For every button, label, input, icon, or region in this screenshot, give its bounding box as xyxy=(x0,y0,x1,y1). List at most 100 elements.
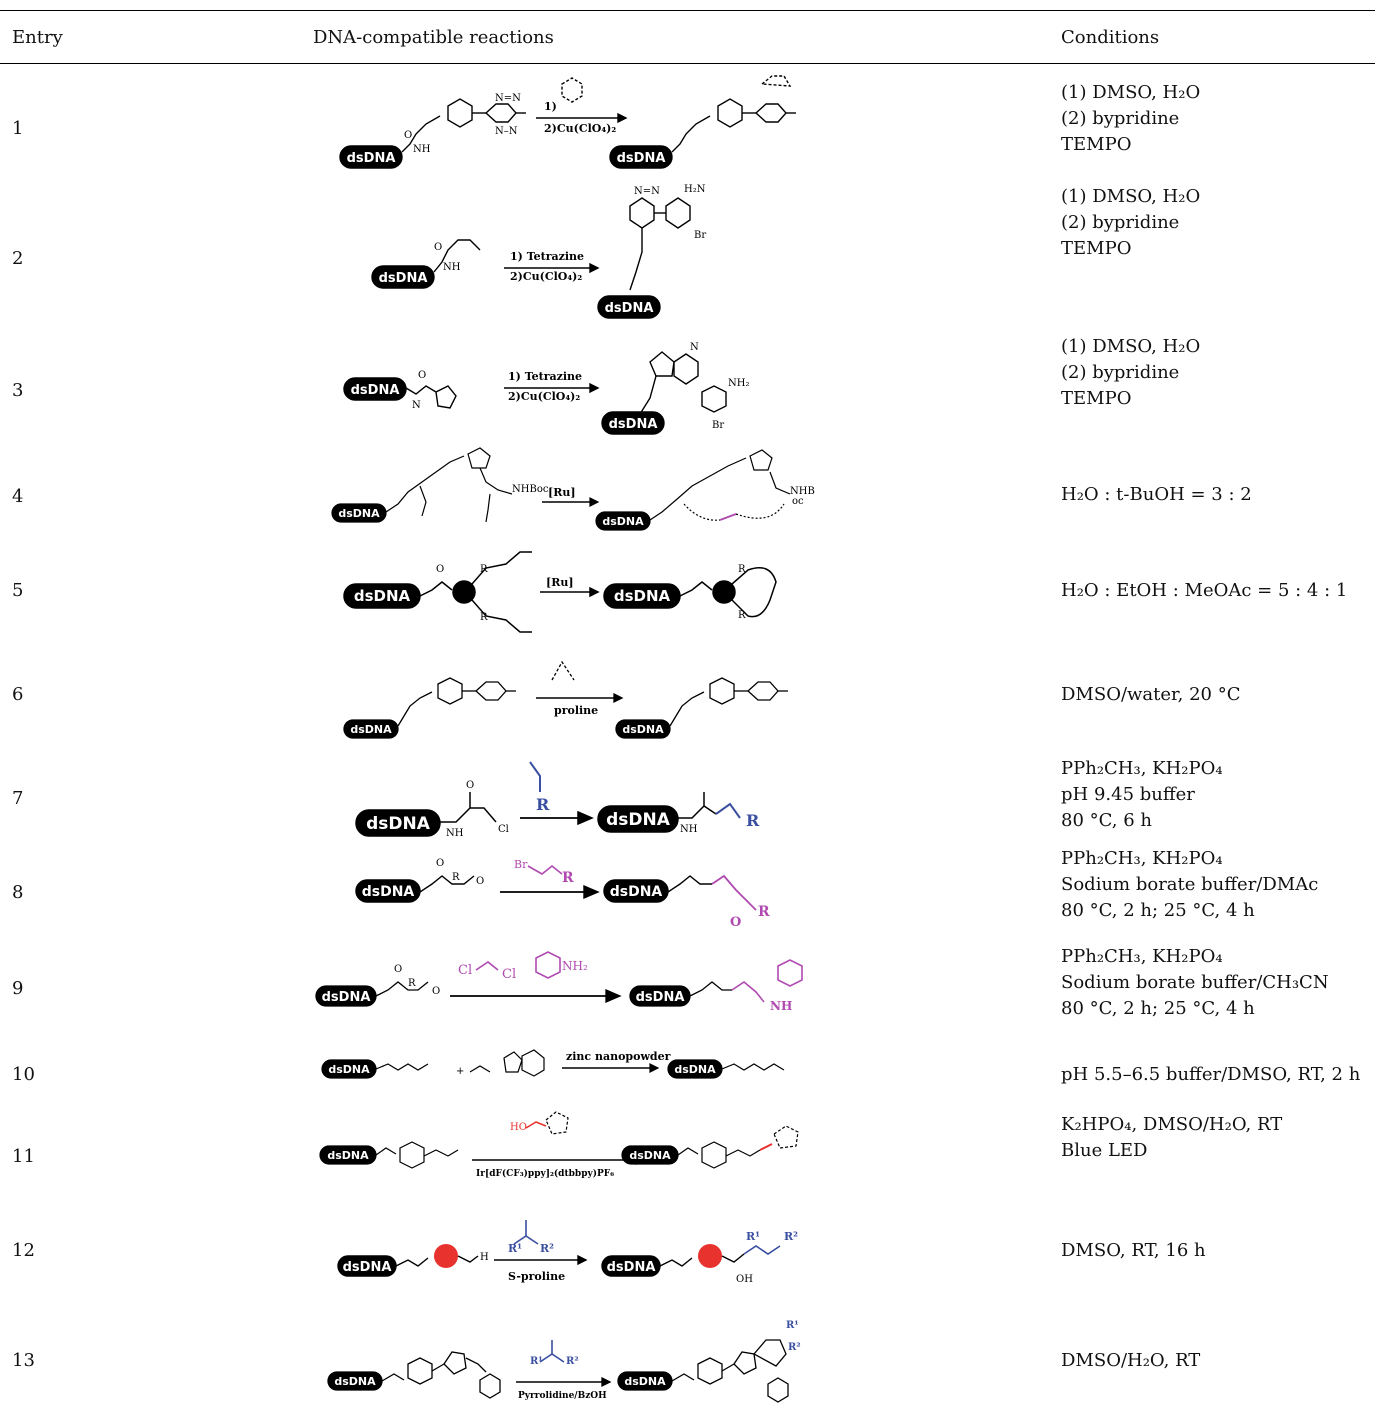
svg-text:+: + xyxy=(456,1066,464,1077)
table-top-rule xyxy=(0,10,1375,11)
svg-text:Br: Br xyxy=(712,420,724,431)
svg-text:R: R xyxy=(562,870,574,886)
svg-text:zinc nanopowder: zinc nanopowder xyxy=(566,1050,671,1063)
reaction-scheme: dsDNA O NH Cl R dsDNA NH R xyxy=(300,752,1060,842)
svg-text:Br: Br xyxy=(694,230,706,241)
entry-number: 9 xyxy=(12,978,24,999)
svg-text:2)Cu(ClO₄)₂: 2)Cu(ClO₄)₂ xyxy=(508,390,580,403)
conditions-cell: H₂O : t-BuOH = 3 : 2 xyxy=(1061,484,1252,505)
conditions-cell: DMSO/water, 20 °C xyxy=(1061,684,1241,705)
svg-text:[Ru]: [Ru] xyxy=(548,486,576,499)
reaction-scheme: dsDNA O NH 1) Tetrazine 2)Cu(ClO₄)₂ N=N … xyxy=(300,176,1060,326)
svg-text:Pyrrolidine/BzOH: Pyrrolidine/BzOH xyxy=(518,1391,607,1401)
svg-text:R: R xyxy=(480,612,488,623)
svg-text:1) Tetrazine: 1) Tetrazine xyxy=(510,250,584,263)
reaction-scheme: dsDNA NHBoc [Ru] dsDNA NHB oc xyxy=(300,442,1060,542)
reaction-scheme: dsDNA O NH N=N N–N 1) 2)Cu(ClO₄)₂ dsDNA xyxy=(300,72,1060,182)
svg-text:NHBoc: NHBoc xyxy=(512,484,549,495)
reaction-scheme: dsDNA proline dsDNA xyxy=(300,642,1060,742)
svg-text:NH: NH xyxy=(413,144,431,155)
conditions-cell: H₂O : EtOH : MeOAc = 5 : 4 : 1 xyxy=(1061,580,1348,601)
table-header-rule xyxy=(0,63,1375,64)
svg-text:NH₂: NH₂ xyxy=(728,378,749,389)
svg-text:1) Tetrazine: 1) Tetrazine xyxy=(508,370,582,383)
svg-text:O: O xyxy=(730,915,741,930)
svg-text:N=N: N=N xyxy=(495,93,521,104)
svg-text:R²: R² xyxy=(566,1356,579,1367)
svg-text:R¹: R¹ xyxy=(746,1230,760,1243)
svg-text:NH: NH xyxy=(680,824,698,835)
svg-text:dsDNA: dsDNA xyxy=(629,1149,671,1162)
svg-text:dsDNA: dsDNA xyxy=(607,1260,656,1275)
svg-text:O: O xyxy=(394,964,402,975)
svg-text:proline: proline xyxy=(554,704,598,717)
svg-text:O: O xyxy=(466,780,474,791)
svg-text:dsDNA: dsDNA xyxy=(379,271,428,286)
header-entry: Entry xyxy=(12,27,63,48)
svg-text:R: R xyxy=(758,904,770,920)
reaction-scheme: dsDNA H S-proline R¹ R² dsDNA OH R¹ R² xyxy=(300,1200,1060,1290)
entry-number: 3 xyxy=(12,380,24,401)
entry-number: 4 xyxy=(12,486,24,507)
svg-text:dsDNA: dsDNA xyxy=(322,990,371,1005)
entry-number: 11 xyxy=(12,1146,35,1167)
svg-text:N: N xyxy=(412,400,421,411)
svg-text:dsDNA: dsDNA xyxy=(606,810,671,830)
svg-text:dsDNA: dsDNA xyxy=(614,587,671,605)
conditions-cell: pH 5.5–6.5 buffer/DMSO, RT, 2 h xyxy=(1061,1064,1361,1085)
reaction-scheme: dsDNA + zinc nanopowder dsDNA xyxy=(300,1044,1060,1104)
svg-text:1): 1) xyxy=(544,100,557,113)
svg-text:R: R xyxy=(480,564,488,575)
header-reactions: DNA-compatible reactions xyxy=(313,27,554,48)
entry-number: 5 xyxy=(12,580,24,601)
svg-text:O: O xyxy=(418,370,426,381)
entry-number: 7 xyxy=(12,788,24,809)
svg-text:dsDNA: dsDNA xyxy=(610,884,663,900)
svg-text:Cl: Cl xyxy=(502,967,516,982)
svg-text:O: O xyxy=(434,242,442,253)
reaction-scheme: dsDNA O N 1) Tetrazine 2)Cu(ClO₄)₂ N NH₂… xyxy=(300,330,1060,440)
svg-text:R: R xyxy=(746,811,760,830)
svg-text:S-proline: S-proline xyxy=(508,1270,565,1283)
entry-number: 2 xyxy=(12,248,24,269)
svg-text:dsDNA: dsDNA xyxy=(622,723,664,736)
svg-text:dsDNA: dsDNA xyxy=(338,507,380,520)
svg-text:dsDNA: dsDNA xyxy=(327,1149,369,1162)
svg-text:dsDNA: dsDNA xyxy=(674,1063,716,1076)
svg-text:R: R xyxy=(452,872,460,883)
svg-text:2)Cu(ClO₄)₂: 2)Cu(ClO₄)₂ xyxy=(544,122,616,135)
svg-text:NH: NH xyxy=(443,262,461,273)
svg-text:O: O xyxy=(436,564,444,575)
svg-text:Cl: Cl xyxy=(458,963,472,978)
entry-number: 1 xyxy=(12,118,24,139)
svg-text:[Ru]: [Ru] xyxy=(546,576,574,589)
svg-text:2)Cu(ClO₄)₂: 2)Cu(ClO₄)₂ xyxy=(510,270,582,283)
reaction-scheme: dsDNA Ir[dF(CF₃)ppy]₂(dtbbpy)PF₆ HO dsDN… xyxy=(300,1104,1060,1194)
entry-number: 6 xyxy=(12,684,24,705)
svg-text:oc: oc xyxy=(792,496,804,507)
svg-text:R: R xyxy=(738,564,746,575)
svg-text:dsDNA: dsDNA xyxy=(362,884,415,900)
svg-text:dsDNA: dsDNA xyxy=(602,515,644,528)
svg-text:dsDNA: dsDNA xyxy=(334,1375,376,1388)
reaction-scheme: dsDNA O R R [Ru] dsDNA R R xyxy=(300,542,1060,642)
svg-text:O: O xyxy=(432,986,440,997)
svg-text:dsDNA: dsDNA xyxy=(605,301,654,316)
svg-text:HO: HO xyxy=(510,1122,527,1133)
entry-number: 10 xyxy=(12,1064,35,1085)
svg-text:O: O xyxy=(436,858,444,869)
svg-text:R: R xyxy=(536,795,550,814)
entry-number: 12 xyxy=(12,1240,35,1261)
svg-text:NH: NH xyxy=(770,999,792,1013)
svg-text:O: O xyxy=(476,876,484,887)
svg-text:dsDNA: dsDNA xyxy=(609,417,658,432)
svg-text:R²: R² xyxy=(784,1230,798,1243)
reaction-scheme: dsDNA Pyrrolidine/BzOH R¹ R² dsDNA R¹ R² xyxy=(300,1300,1060,1412)
entry-number: 8 xyxy=(12,882,24,903)
svg-text:O: O xyxy=(404,130,412,141)
